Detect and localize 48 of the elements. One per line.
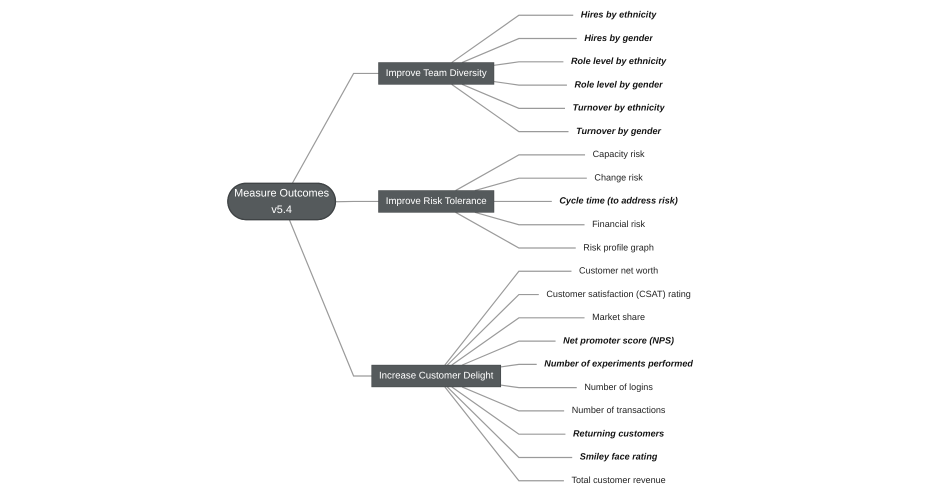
node-box: Improve Risk Tolerance [378,190,494,213]
node-text: Role level by gender [574,79,663,90]
node-text: Customer satisfaction (CSAT) rating [546,288,691,300]
connector [336,200,379,202]
node-text: Market share [592,312,646,323]
connector [451,84,569,132]
node-text: Role level by ethnicity [570,56,666,66]
connector [474,212,585,226]
connector [451,386,566,435]
node-text: Number of experiments performed [544,358,693,370]
node-text: Turnover by ethnicity [572,102,665,114]
connector [451,14,574,64]
connector [494,80,568,86]
connector [462,340,556,366]
node-text: Number of transactions [572,405,666,416]
node-text: Capacity risk [592,149,645,160]
connector [494,61,564,66]
node-text: Change risk [594,172,643,183]
connector [462,38,578,64]
node-box: Increase Customer Delight [371,364,502,388]
node-text: Risk profile graph [583,242,654,253]
node-text: Total customer revenue [571,475,666,486]
connector [494,200,552,202]
connector [446,294,540,366]
connector [500,384,578,388]
node-box: Improve Team Diversity [378,62,494,85]
connector [444,270,572,366]
node-text: Financial risk [592,219,646,230]
connector [474,178,588,192]
node-text: Customer net worth [579,266,658,276]
connector [446,386,573,458]
node-text: Turnover by gender [576,126,662,136]
node-text: Hires by gender [584,32,653,44]
connector [462,386,564,412]
node-text: Hires by ethnicity [580,10,656,20]
connector [462,84,566,109]
connector [288,220,372,377]
node-text: Smiley face rating [580,452,658,462]
connector [455,212,576,249]
node-text: Returning customers [572,428,664,439]
connector [292,72,379,184]
node-text: Cycle time (to address risk) [559,196,678,206]
connector [500,364,538,368]
node-text: Number of logins [584,382,653,392]
connector [451,317,585,366]
connector [455,154,586,192]
node-text: Net promoter score (NPS) [563,336,674,346]
connector [444,386,564,482]
